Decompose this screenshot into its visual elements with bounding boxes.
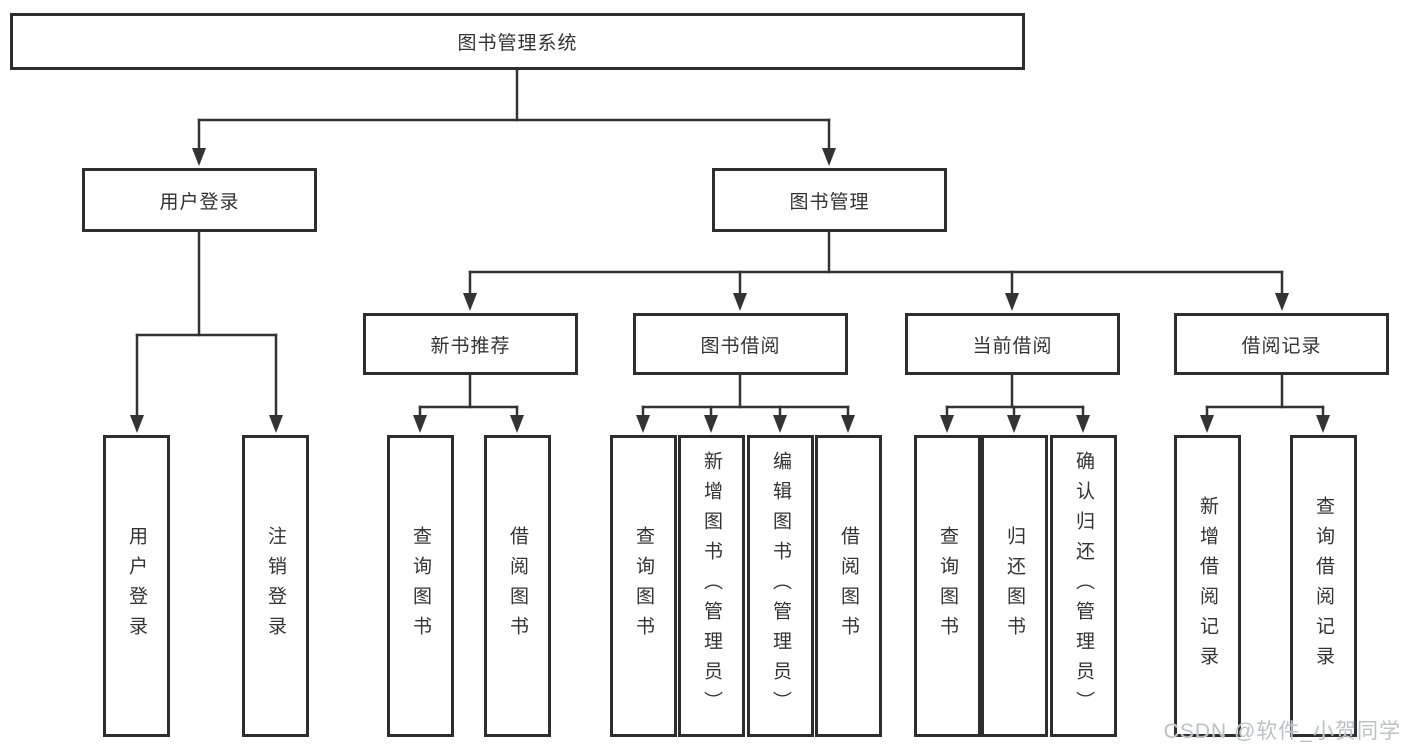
leaf-borrow-books-recommend-label: 借阅图书 (507, 526, 528, 646)
connector-borrow-records-group (1200, 373, 1330, 433)
leaf-add-borrow-record-label: 新增借阅记录 (1197, 496, 1218, 676)
leaf-add-book-admin: 新增图书（管理员） (678, 435, 745, 737)
node-book-borrow: 图书借阅 (633, 313, 848, 375)
leaf-query-books-recommend: 查询图书 (387, 435, 454, 737)
leaf-borrow-books-borrow: 借阅图书 (815, 435, 882, 737)
connector-book-management-to-level3 (463, 230, 1289, 311)
leaf-logout: 注销登录 (242, 435, 309, 737)
leaf-edit-book-admin: 编辑图书（管理员） (747, 435, 814, 737)
leaf-query-books-borrow-label: 查询图书 (633, 526, 654, 646)
connector-new-book-group (413, 373, 524, 433)
node-current-borrow: 当前借阅 (905, 313, 1120, 375)
leaf-user-login-label: 用户登录 (126, 526, 147, 646)
leaf-query-books-recommend-label: 查询图书 (410, 526, 431, 646)
node-book-management-label: 图书管理 (789, 191, 870, 213)
node-new-book-recommend: 新书推荐 (363, 313, 578, 375)
leaf-query-books-borrow: 查询图书 (610, 435, 677, 737)
root-node-label: 图书管理系统 (457, 33, 578, 54)
node-user-login: 用户登录 (82, 168, 317, 232)
connector-root-to-level2 (192, 68, 836, 166)
node-new-book-recommend-label: 新书推荐 (430, 335, 511, 357)
node-current-borrow-label: 当前借阅 (972, 335, 1053, 357)
leaf-borrow-books-recommend: 借阅图书 (484, 435, 551, 737)
node-book-management: 图书管理 (712, 168, 947, 232)
leaf-query-books-current-label: 查询图书 (937, 526, 958, 646)
leaf-add-borrow-record: 新增借阅记录 (1174, 435, 1241, 737)
node-book-borrow-label: 图书借阅 (700, 335, 781, 357)
node-borrow-records: 借阅记录 (1174, 313, 1389, 375)
connector-user-login-group (130, 230, 283, 433)
leaf-user-login: 用户登录 (103, 435, 170, 737)
leaf-edit-book-admin-label: 编辑图书（管理员） (770, 451, 791, 721)
leaf-query-borrow-record-label: 查询借阅记录 (1313, 496, 1334, 676)
leaf-return-book-label: 归还图书 (1004, 526, 1025, 646)
connector-current-borrow-group (940, 373, 1090, 433)
root-node: 图书管理系统 (10, 13, 1025, 70)
leaf-return-book: 归还图书 (981, 435, 1048, 737)
leaf-confirm-return-admin-label: 确认归还（管理员） (1073, 451, 1094, 721)
leaf-confirm-return-admin: 确认归还（管理员） (1050, 435, 1117, 737)
connector-book-borrow-group (636, 373, 855, 433)
node-user-login-label: 用户登录 (159, 191, 240, 213)
node-borrow-records-label: 借阅记录 (1241, 335, 1322, 357)
leaf-query-borrow-record: 查询借阅记录 (1290, 435, 1357, 737)
leaf-logout-label: 注销登录 (265, 526, 286, 646)
watermark: CSDN @软件_小贺同学 (1163, 720, 1401, 743)
leaf-add-book-admin-label: 新增图书（管理员） (701, 451, 722, 721)
leaf-borrow-books-borrow-label: 借阅图书 (838, 526, 859, 646)
leaf-query-books-current: 查询图书 (914, 435, 981, 737)
